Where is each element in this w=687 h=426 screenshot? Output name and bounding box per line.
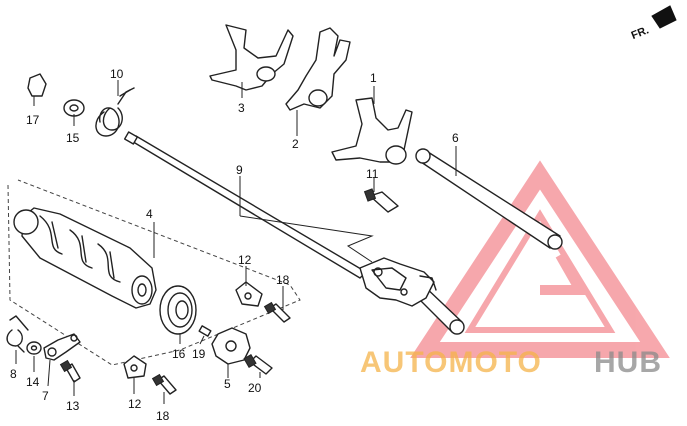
callout-13: 13 (66, 399, 80, 413)
callout-7: 7 (42, 389, 49, 403)
front-arrow-icon (651, 5, 677, 29)
callout-20: 20 (248, 381, 262, 395)
callout-4: 4 (146, 207, 153, 221)
callout-18-upper: 18 (276, 273, 290, 287)
callout-3: 3 (238, 101, 245, 115)
shift-fork-2 (285, 27, 351, 111)
drum-center-5 (211, 327, 251, 365)
shift-arm-assembly (359, 257, 437, 307)
bolt-20 (243, 353, 273, 375)
callout-12-upper: 12 (238, 253, 252, 267)
callout-10: 10 (110, 67, 124, 81)
shift-fork-1 (331, 97, 413, 165)
bolt-18-upper (263, 301, 291, 323)
watermark-logo (410, 160, 670, 358)
callout-6: 6 (452, 131, 459, 145)
callout-5: 5 (224, 377, 231, 391)
assembly-boundary (7, 179, 301, 366)
bolt-13 (59, 359, 81, 383)
circlip-17 (27, 73, 47, 97)
callout-14: 14 (26, 375, 40, 389)
front-label: FR. (630, 24, 651, 42)
dowel-pin-19 (198, 325, 212, 337)
callout-19: 19 (192, 347, 206, 361)
front-direction-indicator: FR. (630, 5, 677, 42)
callout-15: 15 (66, 131, 80, 145)
fork-shaft-6 (415, 148, 563, 250)
washer-14 (26, 341, 42, 355)
callout-17: 17 (26, 113, 40, 127)
bearing-16 (159, 285, 197, 335)
washer-15 (63, 99, 85, 117)
callout-12-lower: 12 (128, 397, 142, 411)
shift-drum-4 (13, 207, 157, 309)
shift-fork-3 (209, 24, 294, 91)
callout-2: 2 (292, 137, 299, 151)
spring-8 (6, 315, 29, 353)
plate-12-lower (123, 355, 147, 379)
stopper-bolt-11 (363, 188, 399, 213)
return-spring-10 (95, 87, 135, 137)
callout-labels: 3 2 1 4 6 9 10 11 12 18 13 15 16 17 18 1… (10, 67, 459, 423)
callout-1: 1 (370, 71, 377, 85)
watermark-text: AUTOMOTO HUB (360, 346, 662, 379)
watermark-brand-hub: HUB (594, 346, 662, 379)
callout-16: 16 (172, 347, 186, 361)
callout-11: 11 (366, 167, 379, 181)
stopper-arm-7 (43, 333, 81, 361)
callout-18-lower: 18 (156, 409, 170, 423)
leader-lines (15, 80, 457, 404)
watermark-brand-main: AUTOMOTO (360, 346, 542, 379)
callout-9: 9 (236, 163, 243, 177)
plate-12-upper (235, 281, 263, 307)
callout-8: 8 (10, 367, 17, 381)
bolt-18-lower (151, 373, 177, 395)
